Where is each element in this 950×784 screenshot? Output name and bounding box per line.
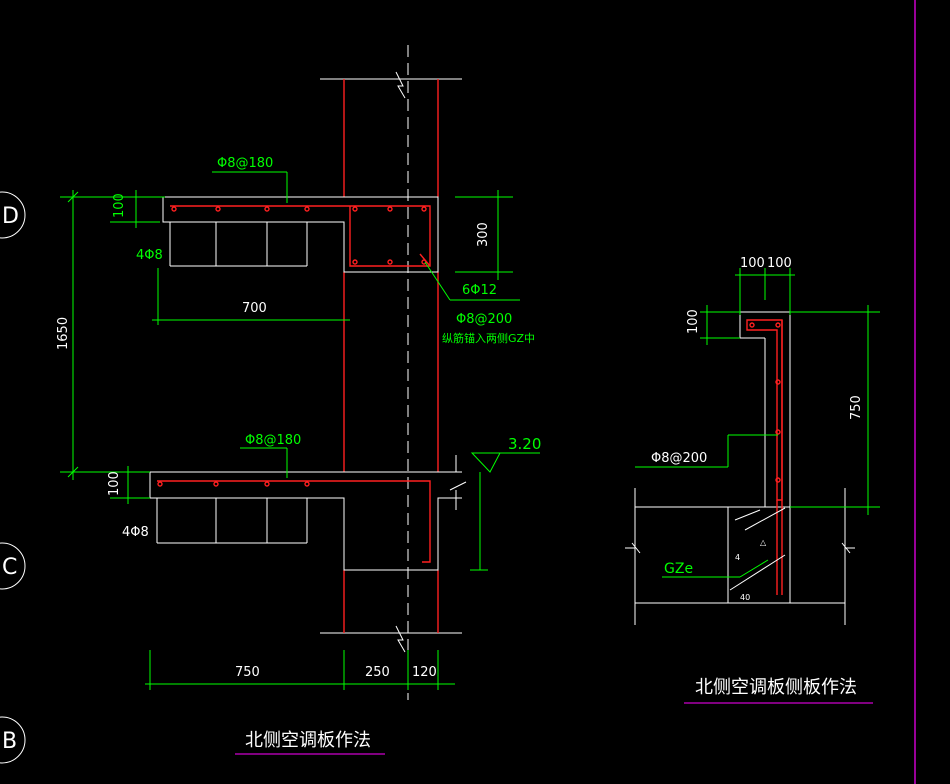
side-panel-dimensions	[635, 268, 880, 578]
top-bars-label: 4Φ8	[136, 248, 163, 263]
bottom-bars-label: 4Φ8	[122, 525, 149, 540]
top-slab	[162, 196, 439, 273]
dim-120-label: 120	[412, 665, 437, 680]
cantilever-700-label: 700	[242, 301, 267, 316]
beam-bars-label: 6Φ12	[462, 283, 497, 298]
detail-1-title: 北侧空调板作法	[245, 730, 371, 751]
wall-outline	[320, 45, 462, 700]
side-rebar-label: Φ8@200	[651, 451, 707, 466]
top-thickness-label: 100	[112, 193, 127, 218]
axis-label-b: B	[2, 729, 17, 754]
dimensions	[60, 171, 540, 690]
axis-label-c: C	[2, 555, 17, 580]
beam-depth-label: 300	[476, 222, 491, 247]
concrete-hatch-mark: 4	[735, 553, 740, 562]
dim-100a-label: 100	[740, 256, 765, 271]
axis-bubble-d: D	[0, 191, 26, 239]
anchor-note: 纵筋锚入两侧GZ中	[442, 331, 535, 345]
top-rebar-label: Φ8@180	[217, 156, 273, 171]
axis-bubble-c: C	[0, 542, 26, 590]
overall-height-label: 1650	[56, 317, 71, 350]
detail-2-title: 北侧空调板侧板作法	[695, 677, 857, 698]
bottom-slab	[149, 455, 467, 571]
height-750-label: 750	[849, 395, 864, 420]
bottom-thickness-label: 100	[107, 471, 122, 496]
bottom-rebar-label: Φ8@180	[245, 433, 301, 448]
concrete-hatch-mark-3: 40	[740, 593, 750, 602]
detail-2-side-panel: 4 △ 40 100 100 100 750 Φ8@200 GZe 北侧空	[625, 256, 880, 704]
dim-100b-label: 100	[767, 256, 792, 271]
elevation-label: 3.20	[508, 435, 541, 453]
beam-stirrup-label: Φ8@200	[456, 312, 512, 327]
detail-1-air-conditioner-slab: Φ8@180 100 4Φ8 700 300 6Φ12 Φ8@200 纵筋锚入两…	[56, 45, 541, 755]
axis-bubble-b: B	[0, 716, 26, 764]
dim-100c-label: 100	[686, 309, 701, 334]
column-label: GZe	[664, 561, 693, 577]
dim-250-label: 250	[365, 665, 390, 680]
axis-label-d: D	[2, 204, 19, 229]
side-panel-outline: 4 △ 40	[625, 311, 855, 625]
dim-750-label: 750	[235, 665, 260, 680]
concrete-hatch-mark-2: △	[760, 538, 767, 547]
